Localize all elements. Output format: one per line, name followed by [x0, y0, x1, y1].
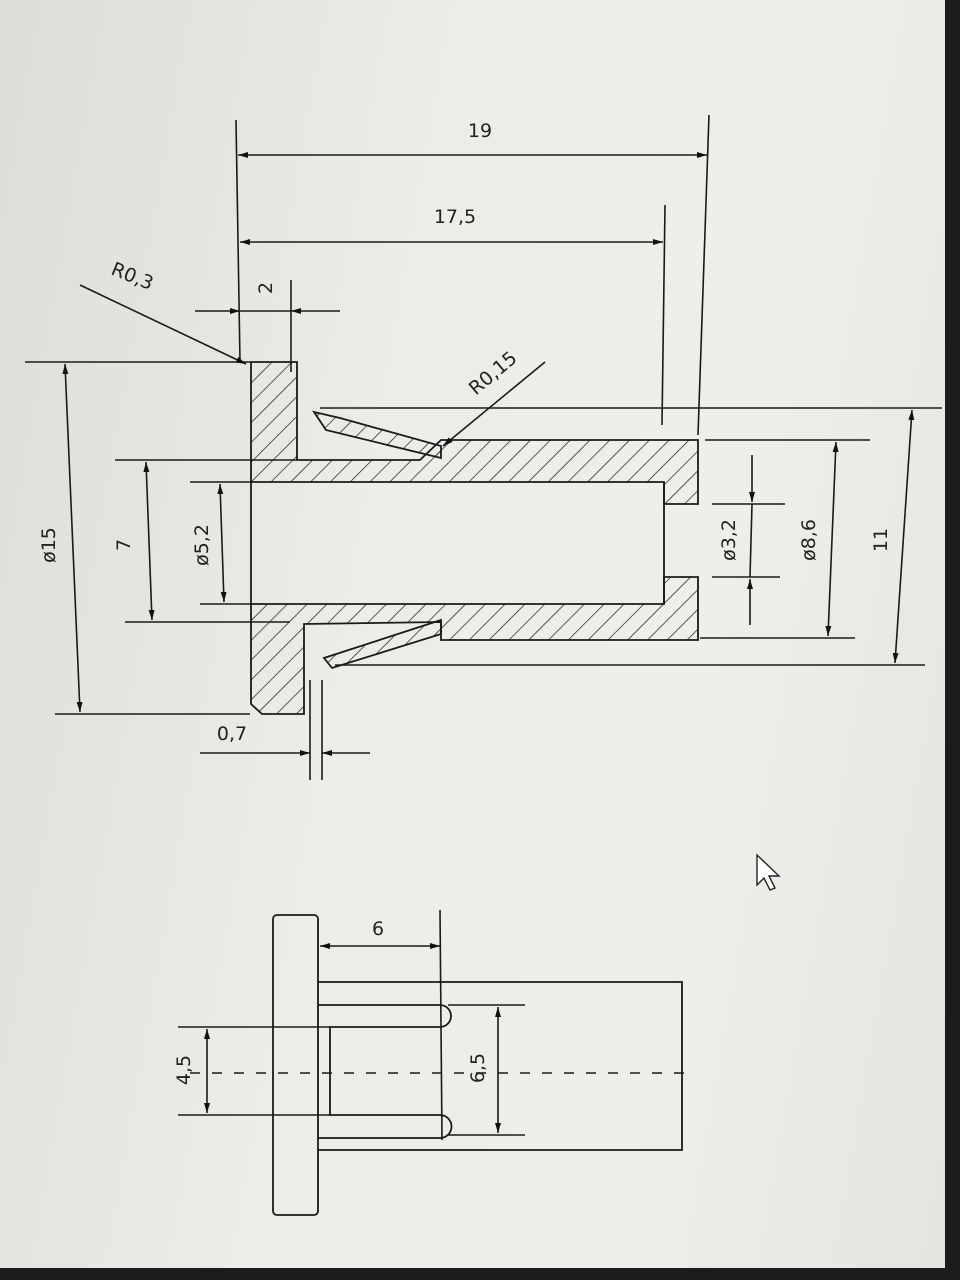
dim-flange-diameter: ø15: [38, 527, 60, 563]
dim-radius-snap: R0,15: [465, 347, 522, 400]
dim-gap: 0,7: [217, 723, 247, 745]
snap-lower: [322, 618, 442, 670]
dim-inner-width: 4,5: [173, 1055, 195, 1085]
part-lower-section: [250, 576, 699, 715]
part-upper-section: [250, 361, 699, 505]
dim-outer-width: 6,5: [467, 1053, 489, 1083]
mouse-cursor-icon: [756, 853, 781, 891]
side-body: [318, 981, 683, 1151]
dim-flange-thickness: 2: [255, 282, 277, 294]
dim-bore-diameter: ø5,2: [191, 524, 213, 566]
dim-body-length: 17,5: [434, 206, 476, 228]
dim-snap-span: 11: [870, 528, 892, 552]
dim-overall-length: 19: [468, 120, 492, 142]
drawing-screen: 19 17,5 2 R0,3 R0,15 ø15 7 ø5,2 ø3,2 ø8,…: [0, 0, 945, 1268]
snap-upper: [311, 410, 442, 460]
side-view: 6 4,5 6,5: [173, 909, 690, 1216]
dim-slot-length: 6: [372, 918, 384, 940]
dim-body-diameter: ø8,6: [798, 519, 820, 561]
dim-hole-diameter: ø3,2: [718, 519, 740, 561]
extension-lines: [25, 114, 942, 780]
side-flange: [272, 914, 319, 1216]
dim-step-height: 7: [113, 539, 135, 551]
dimension-lines: [62, 152, 915, 756]
side-dimension-lines: [178, 909, 525, 1141]
snap-slot: [318, 1004, 453, 1139]
section-view: 19 17,5 2 R0,3 R0,15 ø15 7 ø5,2 ø3,2 ø8,…: [25, 114, 942, 780]
dim-radius-flange: R0,3: [108, 258, 157, 295]
